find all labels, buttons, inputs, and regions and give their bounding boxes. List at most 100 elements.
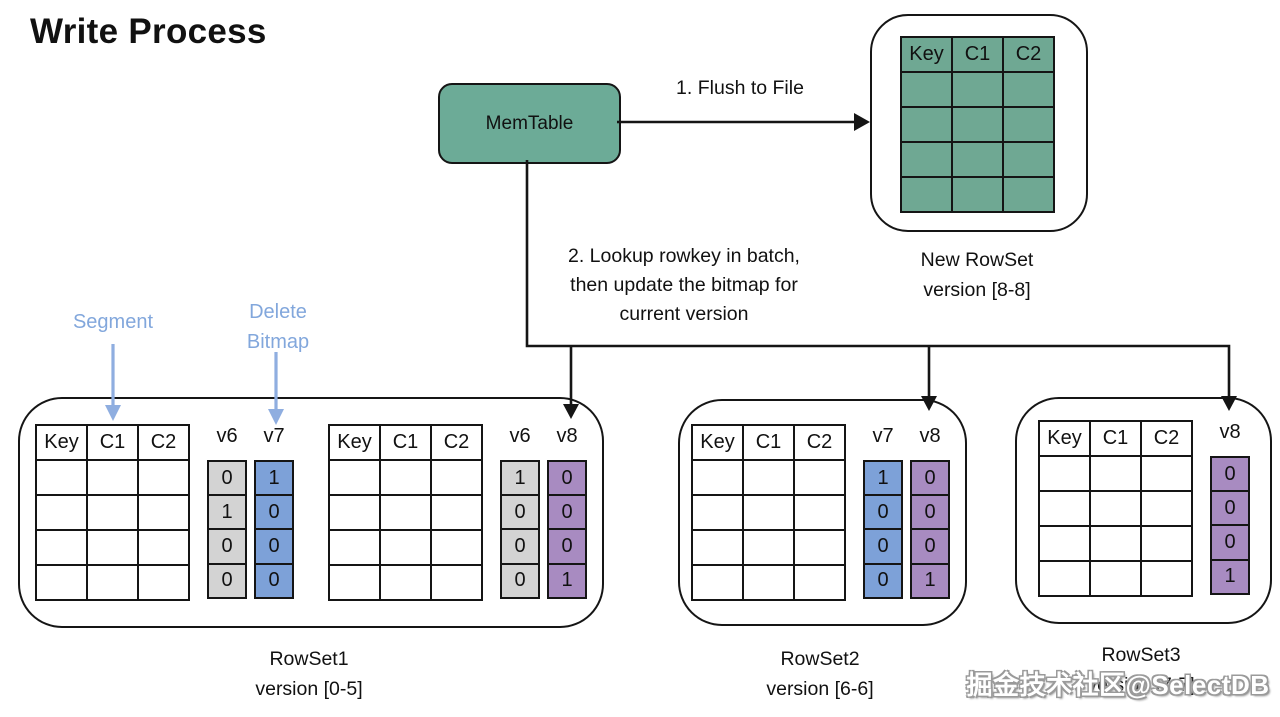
watermark: 掘金技术社区@SelectDB bbox=[966, 670, 1270, 700]
empty-cell bbox=[1038, 490, 1091, 527]
lookup-line: current version bbox=[619, 303, 749, 325]
column-header-c1: C1 bbox=[379, 424, 432, 461]
step2-lookup-label: 2. Lookup rowkey in batch, then update t… bbox=[538, 242, 830, 329]
page-title: Write Process bbox=[30, 12, 267, 51]
empty-cell bbox=[86, 529, 139, 566]
lookup-line: then update the bitmap for bbox=[570, 274, 798, 296]
bitmap-cell: 0 bbox=[254, 494, 294, 531]
empty-cell bbox=[1002, 141, 1055, 178]
empty-cell bbox=[35, 459, 88, 496]
new-rowset-version: version [8-8] bbox=[923, 279, 1031, 301]
empty-cell bbox=[137, 494, 190, 531]
empty-cell bbox=[1089, 525, 1142, 562]
column-header-c1: C1 bbox=[1089, 420, 1142, 457]
empty-cell bbox=[691, 459, 744, 496]
bitmap-cell: 0 bbox=[863, 528, 903, 565]
rowset1-name: RowSet1 bbox=[269, 648, 349, 670]
empty-cell bbox=[1140, 525, 1193, 562]
empty-cell bbox=[793, 564, 846, 601]
bitmap-cell: 0 bbox=[910, 528, 950, 565]
empty-cell bbox=[900, 71, 953, 108]
bitmap-version-label: v8 bbox=[1219, 421, 1241, 443]
empty-cell bbox=[379, 459, 432, 496]
empty-cell bbox=[1140, 455, 1193, 492]
bitmap-cell: 0 bbox=[547, 494, 587, 531]
empty-cell bbox=[328, 459, 381, 496]
empty-cell bbox=[86, 459, 139, 496]
empty-cell bbox=[1140, 490, 1193, 527]
empty-cell bbox=[379, 564, 432, 601]
empty-cell bbox=[430, 564, 483, 601]
empty-cell bbox=[35, 529, 88, 566]
empty-cell bbox=[742, 529, 795, 566]
column-header-key: Key bbox=[328, 424, 381, 461]
empty-cell bbox=[691, 494, 744, 531]
rowset3-version: version [7-7] bbox=[1087, 674, 1195, 696]
bitmap-version-label: v7 bbox=[872, 425, 894, 447]
rowset1-caption: RowSet1 version [0-5] bbox=[169, 644, 449, 704]
empty-cell bbox=[1002, 106, 1055, 143]
empty-cell bbox=[1140, 560, 1193, 597]
empty-cell bbox=[137, 529, 190, 566]
memtable-node: MemTable bbox=[438, 83, 621, 164]
bitmap-version-label: v8 bbox=[919, 425, 941, 447]
bitmap-cell: 0 bbox=[500, 562, 540, 599]
empty-cell bbox=[328, 494, 381, 531]
bitmap-cell: 1 bbox=[500, 460, 540, 497]
empty-cell bbox=[379, 529, 432, 566]
bitmap-cell: 1 bbox=[863, 460, 903, 497]
empty-cell bbox=[900, 141, 953, 178]
empty-cell bbox=[1038, 525, 1091, 562]
rowset2-caption: RowSet2 version [6-6] bbox=[680, 644, 960, 704]
empty-cell bbox=[951, 141, 1004, 178]
column-header-key: Key bbox=[691, 424, 744, 461]
bitmap-cell: 0 bbox=[910, 460, 950, 497]
bitmap-cell: 0 bbox=[863, 494, 903, 531]
bitmap-version-label: v7 bbox=[263, 425, 285, 447]
empty-cell bbox=[430, 459, 483, 496]
empty-cell bbox=[430, 494, 483, 531]
column-header-c2: C2 bbox=[137, 424, 190, 461]
column-header-key: Key bbox=[1038, 420, 1091, 457]
rowset2-version: version [6-6] bbox=[766, 678, 874, 700]
delete-bitmap-line: Bitmap bbox=[246, 331, 310, 353]
empty-cell bbox=[1089, 560, 1142, 597]
empty-cell bbox=[430, 529, 483, 566]
bitmap-version-label: v6 bbox=[216, 425, 238, 447]
bitmap-cell: 0 bbox=[547, 528, 587, 565]
empty-cell bbox=[742, 564, 795, 601]
rowset1-version: version [0-5] bbox=[255, 678, 363, 700]
empty-cell bbox=[691, 564, 744, 601]
empty-cell bbox=[86, 564, 139, 601]
column-header-key: Key bbox=[35, 424, 88, 461]
empty-cell bbox=[35, 494, 88, 531]
bitmap-cell: 0 bbox=[910, 494, 950, 531]
column-header-c2: C2 bbox=[1002, 36, 1055, 73]
bitmap-cell: 0 bbox=[863, 562, 903, 599]
bitmap-cell: 0 bbox=[500, 528, 540, 565]
empty-cell bbox=[900, 176, 953, 213]
rowset3-caption: RowSet3 version [7-7] bbox=[1001, 640, 1280, 700]
empty-cell bbox=[35, 564, 88, 601]
bitmap-cell: 0 bbox=[254, 562, 294, 599]
